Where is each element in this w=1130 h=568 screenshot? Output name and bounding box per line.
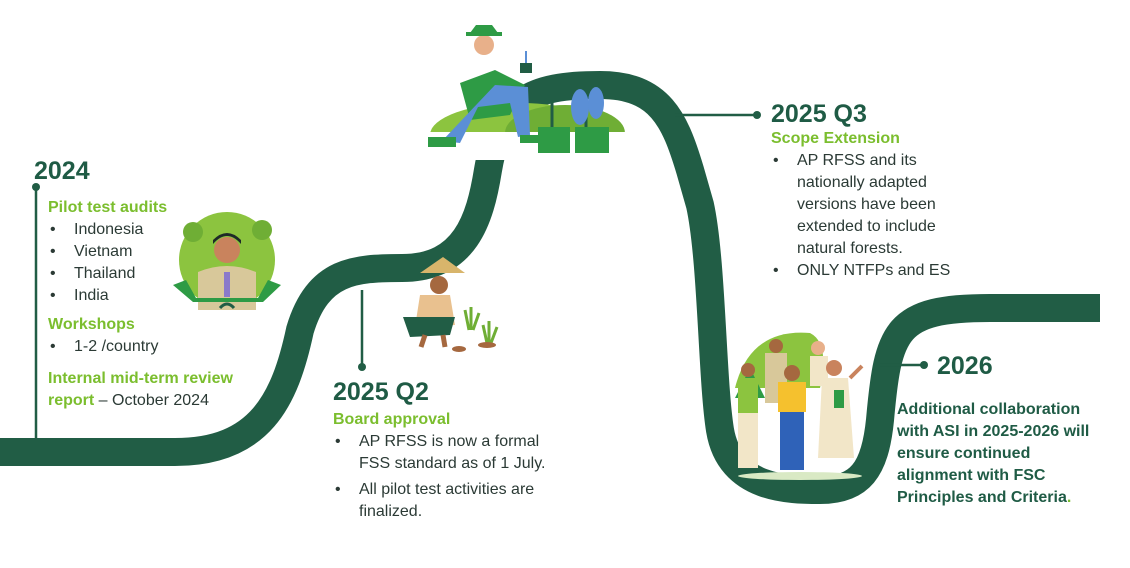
pilot-list: Indonesia Vietnam Thailand India	[48, 219, 238, 307]
milestone-2026: Additional collaboration with ASI in 202…	[897, 399, 1097, 509]
list-item: AP RFSS and its nationally adapted versi…	[771, 150, 971, 260]
list-item: AP RFSS is now a formal FSS standard as …	[333, 431, 568, 475]
community-group-icon	[735, 332, 864, 480]
list-item: Indonesia	[48, 219, 238, 241]
farmer-planting-icon	[403, 257, 499, 352]
review-line: Internal mid-term review report – Octobe…	[48, 368, 278, 412]
connector-dot-2026	[920, 361, 928, 369]
q2-list: AP RFSS is now a formal FSS standard as …	[333, 431, 568, 523]
milestone-2025-q2: Board approval AP RFSS is now a formal F…	[333, 411, 573, 523]
year-2026: 2026	[937, 352, 993, 380]
collaboration-period: .	[1066, 489, 1072, 506]
milestone-2024: Pilot test audits Indonesia Vietnam Thai…	[48, 199, 238, 412]
list-item: 1-2 /country	[48, 336, 238, 358]
workshop-list: 1-2 /country	[48, 336, 238, 358]
review-suffix: – October 2024	[94, 392, 209, 409]
year-2024: 2024	[34, 157, 90, 185]
board-approval-heading: Board approval	[333, 411, 451, 428]
workshops-heading: Workshops	[48, 316, 135, 333]
scope-heading: Scope Extension	[771, 130, 900, 147]
list-item: Thailand	[48, 263, 238, 285]
kneeling-gardener-icon	[400, 25, 640, 160]
collaboration-text: Additional collaboration with ASI in 202…	[897, 401, 1090, 506]
connector-dot-2025q2	[358, 363, 366, 371]
list-item: All pilot test activities are finalized.	[333, 479, 568, 523]
list-item: ONLY NTFPs and ES	[771, 260, 971, 282]
list-item: Vietnam	[48, 241, 238, 263]
year-2025-q3: 2025 Q3	[771, 100, 867, 128]
year-2025-q2: 2025 Q2	[333, 378, 429, 406]
connector-dot-2025q3	[753, 111, 761, 119]
q3-list: AP RFSS and its nationally adapted versi…	[771, 150, 971, 282]
list-item: India	[48, 285, 238, 307]
review-heading: Internal mid-term review report	[48, 370, 233, 409]
connector-dot-2024	[32, 183, 40, 191]
milestone-2025-q3: Scope Extension AP RFSS and its national…	[771, 130, 971, 282]
pilot-heading: Pilot test audits	[48, 199, 168, 216]
